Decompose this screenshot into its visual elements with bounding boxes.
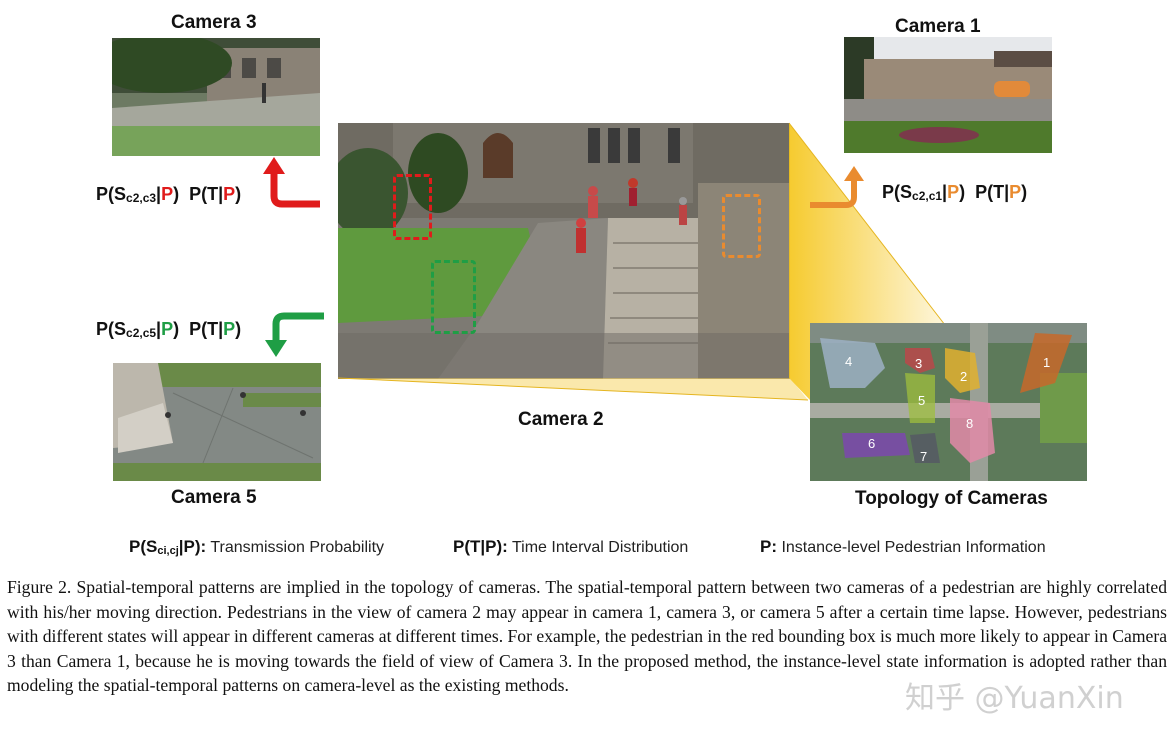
legend-transmission: P(Sci,cj|P): Transmission Probability (129, 537, 385, 557)
legend-time-interval: P(T|P): Time Interval Distribution (453, 537, 689, 556)
topology-label-4: 4 (845, 354, 853, 369)
topology-label-5: 5 (918, 393, 926, 408)
orange-arrow-icon (810, 166, 864, 208)
red-bounding-box (393, 174, 432, 240)
prob-label-c1: P(Sc2,c1|P) P(T|P) (882, 182, 1028, 203)
topology-label-3: 3 (915, 356, 923, 371)
camera1-title: Camera 1 (895, 16, 981, 37)
orange-bounding-box (722, 194, 761, 258)
green-bounding-box (431, 260, 476, 334)
watermark: 知乎 @YuanXin (905, 681, 1124, 716)
camera5-image (113, 363, 321, 481)
camera3-image (112, 38, 320, 156)
topology-label-6: 6 (868, 436, 876, 451)
red-arrow-icon (263, 157, 320, 208)
green-arrow-icon (265, 312, 324, 357)
topology-label-7: 7 (920, 449, 928, 464)
prob-label-c3: P(Sc2,c3|P) P(T|P) (96, 184, 242, 205)
camera5-title: Camera 5 (171, 487, 257, 508)
topology-label-1: 1 (1043, 355, 1051, 370)
topology-image: 1 2 3 4 5 6 7 8 (810, 323, 1087, 481)
camera2-title: Camera 2 (518, 409, 604, 430)
camera2-image (338, 123, 790, 379)
topology-label-8: 8 (966, 416, 974, 431)
prob-label-c5: P(Sc2,c5|P) P(T|P) (96, 319, 242, 340)
legend-pedestrian-info: P: Instance-level Pedestrian Information (760, 537, 1046, 556)
projection-beam-bottom (338, 377, 809, 401)
figure-caption: Figure 2. Spatial-temporal patterns are … (7, 577, 1167, 695)
topology-label-2: 2 (960, 369, 968, 384)
camera3-title: Camera 3 (171, 12, 257, 33)
topology-title: Topology of Cameras (855, 488, 1048, 509)
camera1-image (844, 37, 1052, 153)
